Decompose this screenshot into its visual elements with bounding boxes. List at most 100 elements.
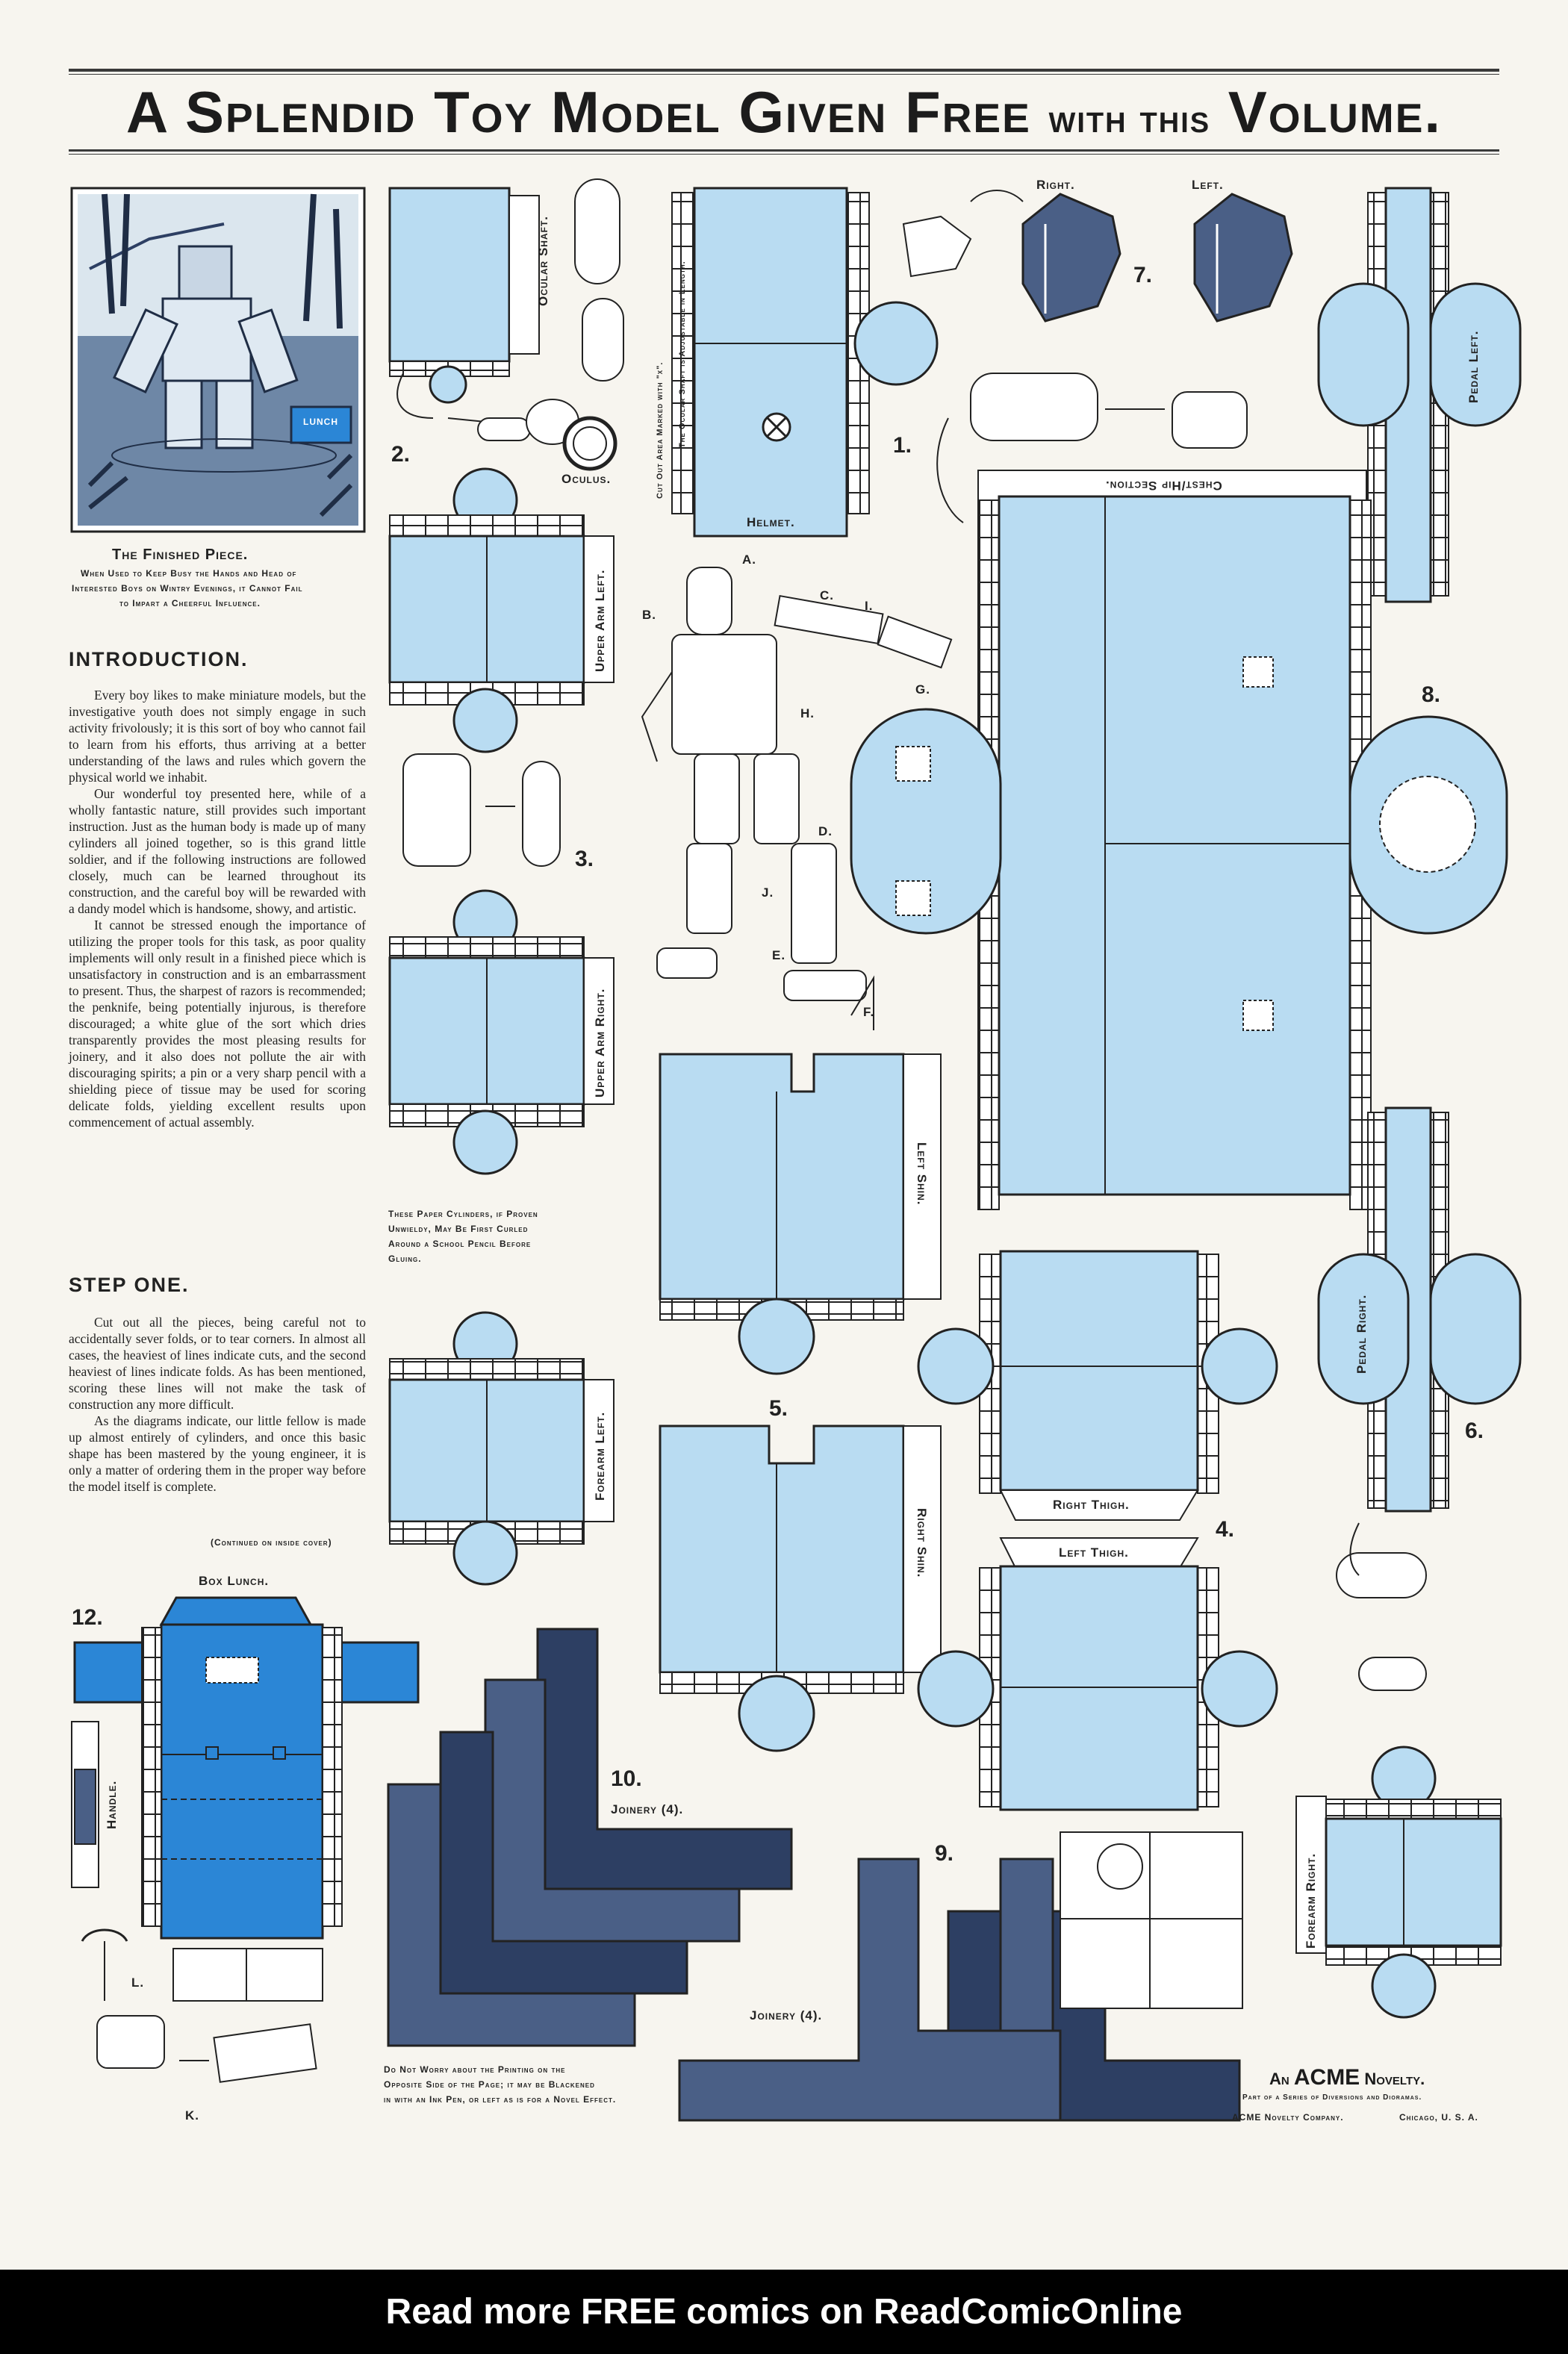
printing-note-2: Opposite Side of the Page; it may be Bla…: [384, 2079, 595, 2090]
title-end: Volume.: [1228, 79, 1443, 145]
imprint-line-2: Part of a Series of Diversions and Diora…: [1242, 2093, 1422, 2102]
caption-line-2: Interested Boys on Wintry Evenings, it C…: [72, 583, 303, 594]
introduction-heading: INTRODUCTION.: [69, 648, 249, 670]
imprint-line-1: An ACME Novelty.: [1269, 2065, 1425, 2090]
letter-c: C.: [820, 588, 834, 602]
label-left-hand: Left.: [1192, 178, 1224, 192]
label-pedal-left: Pedal Left.: [1466, 330, 1481, 404]
step-one-body: Cut out all the pieces, being careful no…: [69, 1314, 366, 1495]
helmet-piece: [671, 187, 939, 538]
number-7: 7.: [1133, 263, 1153, 287]
imprint-acme: ACME: [1293, 2065, 1360, 2090]
number-5: 5.: [769, 1396, 788, 1421]
label-right-shin: Right Shin.: [915, 1508, 929, 1578]
label-joinery-b: Joinery (4).: [750, 2008, 823, 2023]
continued-note: (Continued on inside cover): [211, 1537, 332, 1548]
label-box-lunch: Box Lunch.: [199, 1574, 270, 1588]
left-shin-piece: [659, 1053, 942, 1375]
number-4: 4.: [1216, 1517, 1235, 1542]
caption-line-1: When Used to Keep Busy the Hands and Hea…: [81, 568, 297, 579]
number-12: 12.: [72, 1605, 103, 1630]
right-shin-piece: [659, 1424, 942, 1752]
printing-note-3: in with an Ink Pen, or left as is for a …: [384, 2094, 617, 2105]
step-paragraph-1: Cut out all the pieces, being careful no…: [69, 1315, 366, 1412]
cylinder-note-2: Unwieldy, May Be First Curled: [388, 1224, 529, 1234]
intro-paragraph-3: It cannot be stressed enough the importa…: [69, 918, 366, 1130]
imprint-an: An: [1269, 2070, 1289, 2088]
imprint-novelty: Novelty.: [1364, 2070, 1425, 2088]
number-9: 9.: [935, 1841, 954, 1866]
joinery-ten-piece: [387, 1628, 793, 2047]
joinery-nine-piece: [678, 1831, 1243, 2122]
label-right-hand: Right.: [1036, 178, 1075, 192]
letter-d: D.: [818, 824, 833, 838]
upper-arm-left-piece: [388, 467, 615, 753]
letter-j: J.: [762, 885, 774, 900]
label-cutout-note: Cut Out Area Marked with "x".: [656, 361, 665, 499]
cylinder-note-3: Around a School Pencil Before: [388, 1239, 532, 1249]
letter-f: F.: [863, 1005, 875, 1019]
label-pedal-right: Pedal Right.: [1354, 1294, 1369, 1374]
label-forearm-left: Forearm Left.: [593, 1411, 607, 1501]
label-helmet: Helmet.: [747, 515, 795, 529]
title-small: with this: [1048, 96, 1211, 141]
label-handle: Handle.: [105, 1780, 119, 1829]
label-upper-arm-right: Upper Arm Right.: [593, 988, 607, 1097]
pedal-left-piece: [1317, 187, 1522, 603]
letter-i: I.: [865, 599, 874, 613]
hip-sketch: [970, 373, 1248, 449]
cylinder-note-4: Gluing.: [388, 1254, 422, 1264]
letter-k: K.: [185, 2108, 199, 2123]
label-forearm-right: Forearm Right.: [1304, 1852, 1318, 1949]
number-1: 1.: [893, 433, 912, 458]
chest-hip-piece: [850, 470, 1508, 1210]
intro-paragraph-2: Our wonderful toy presented here, while …: [69, 786, 366, 916]
footer-banner[interactable]: Read more FREE comics on ReadComicOnline: [0, 2270, 1568, 2354]
right-thigh-piece: [917, 1250, 1278, 1521]
imprint-company: ACME Novelty Company.: [1232, 2112, 1344, 2123]
title-rule: [69, 149, 1499, 152]
label-ocular-note: The Ocular Shaft is Adjustable in Length…: [678, 261, 687, 448]
introduction-body: Every boy likes to make miniature models…: [69, 687, 366, 1130]
letter-h: H.: [800, 706, 815, 720]
lunch-label: LUNCH: [303, 417, 338, 427]
label-joinery-a: Joinery (4).: [611, 1802, 684, 1816]
forearm-right-piece: [1295, 1746, 1502, 2019]
pedal-right-piece: [1317, 1106, 1522, 1691]
letter-e: E.: [772, 948, 786, 962]
letter-b: B.: [642, 608, 656, 622]
label-upper-arm-left: Upper Arm Left.: [593, 569, 607, 672]
cylinder-note-1: These Paper Cylinders, if Proven: [388, 1209, 538, 1219]
label-right-thigh: Right Thigh.: [1053, 1498, 1130, 1512]
cutout-sheet: [70, 178, 1522, 2122]
step-paragraph-2: As the diagrams indicate, our little fel…: [69, 1413, 366, 1494]
forearm-left-piece: [388, 1311, 615, 1586]
caption-title: The Finished Piece.: [112, 547, 249, 563]
top-rule: [69, 69, 1499, 72]
upper-arm-right-piece: [388, 889, 615, 1175]
number-2: 2.: [391, 442, 411, 467]
letter-a: A.: [742, 552, 756, 567]
letter-g: G.: [915, 682, 930, 697]
box-lunch-piece: [71, 1596, 420, 2083]
robot-diagram: [641, 567, 953, 1001]
label-ocular-shaft: Ocular Shaft.: [536, 216, 550, 306]
top-rule-thin: [69, 74, 1499, 75]
left-thigh-piece: [917, 1537, 1278, 1811]
number-6: 6.: [1465, 1419, 1484, 1443]
cylinder-sketch: [402, 753, 561, 867]
label-left-thigh: Left Thigh.: [1059, 1545, 1129, 1560]
page-title: A Splendid Toy Model Given Free with thi…: [67, 78, 1501, 146]
finished-piece-illustration: [70, 187, 366, 533]
title-rule-thin: [69, 154, 1499, 155]
number-8: 8.: [1422, 682, 1441, 707]
label-chest-hip: Chest/Hip Section.: [1105, 479, 1222, 493]
printing-note-1: Do Not Worry about the Printing on the: [384, 2064, 566, 2075]
number-3: 3.: [575, 847, 594, 871]
assembly-arrows: [104, 373, 1360, 2061]
hands-piece: [902, 190, 1293, 323]
label-left-shin: Left Shin.: [915, 1142, 929, 1206]
number-10: 10.: [611, 1766, 642, 1791]
intro-paragraph-1: Every boy likes to make miniature models…: [69, 688, 366, 785]
step-one-heading: STEP ONE.: [69, 1274, 190, 1296]
